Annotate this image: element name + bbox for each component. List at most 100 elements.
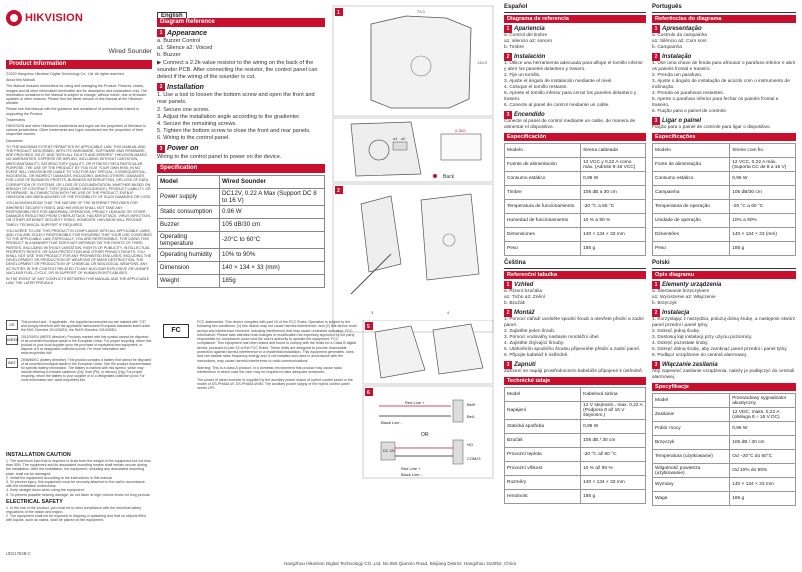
pl-spec-value: 105 dB / 30 cm [729,435,796,450]
legal-paragraph: Disclaimer [6,138,23,143]
es-spec-value: 140 × 134 × 33 mm [580,227,646,242]
pt-diagram-reference: Referências do diagrama [652,15,796,23]
compliance-text: 2012/19/EU (WEEE directive): Products ma… [21,335,152,355]
appearance-item: b. Buzzer [157,52,181,59]
pl-power-text: Włączanie zasilania [662,362,718,368]
pt-installation-step: 6. Fiação para o painel de controle. [652,109,728,114]
pl-installation-step: 2. Dokręć jedną śrubę. [652,329,701,334]
pt-spec-title: Especificações [652,133,796,141]
pt-spec-key: Fonte de alimentação [651,157,731,172]
pl-appearance-text: Elementy urządzenia [662,282,722,288]
appearance-title-text: Appearance [167,29,208,37]
figure-pcb-frame [332,117,494,183]
es-power-text: Encendido [514,112,545,118]
cs-spec-key: Rozměry [503,475,582,490]
appearance-note: ▶ Connect a 2.2k-value resistor to the w… [157,59,318,81]
es-spec-value: 12 VCC y 0,22 A como máx. (Admite 8-16 V… [580,157,646,172]
dc-label: DC 12V [383,449,396,453]
pt-spec-key: Temperatura de operação [651,199,731,214]
cs-power-text: Zapnutí [514,362,536,368]
warning-text: Warning: This is a class A product. In a… [197,365,342,375]
cs-installation-step: 3. Pomocí vodováhy nastavte montážní úhe… [504,335,600,340]
pt-section-1: 1 [652,25,660,33]
pl-spec-value: 185 g [729,491,796,506]
pl-spec-value: 12 VDC, maks. 0,22 A (obsługa 8 ÷ 16 V D… [729,407,796,422]
logo-mark-icon [6,10,22,26]
pl-installation-step: 5. Dokręć dolną śrubę, aby zamknąć panel… [652,347,788,352]
power-on-title: 3 Power on [157,144,325,153]
es-spec-key: Timbre [503,185,582,200]
cs-spec-value: 12 V stejnosm., max. 0,22 A (Podpora 8 a… [580,401,646,420]
pt-spec-value: 12 VCC, 0,22 A máx. (Suporta CC de 8 a 1… [729,157,796,172]
electrical-safety-item: 1. In the use of the product, you must b… [6,505,142,515]
es-language-label: Español [504,4,646,13]
installation-step: 3. Adjust the installation angle accordi… [157,113,301,120]
es-diagram-reference: Diagrama de referencia [504,15,646,23]
section-number-1: 1 [157,29,165,37]
pt-spec-key: Modelo [651,143,731,158]
cs-installation-step: 6. Připojte kabelaž k ústředně. [504,353,569,358]
spec-value: 185g [218,273,326,288]
pt-spec-key: Peso [651,241,731,256]
cs-appearance-text: Vzhled [514,282,534,288]
pt-spec-key: Consumo estático [651,171,731,186]
pl-spec-key: Waga [651,491,731,506]
pt-installation-step: 5. Aperte o parafuso inferior para fecha… [652,97,779,108]
compliance-text: This product and - if applicable - the s… [21,320,151,332]
fcc-statement: FCC statements: This device complies wit… [197,320,357,390]
cs-appearance-item: a. Řízení bzučáku [504,289,543,294]
compliance-weee-icon: WEEE [6,335,19,345]
figure-1-frame [332,5,494,117]
installation-caution-block: INSTALLATION CAUTION 1. The maximum load… [6,452,152,552]
es-spec-title: Especificación [504,133,646,141]
cs-spec-value: 10 % až 90 % [580,461,646,476]
product-name: Wired Sounder [108,48,152,55]
pl-section-2: 2 [652,309,660,317]
pl-spec-key: Wilgotność powietrza (użytkowanie) [651,463,731,478]
back-label: Back [443,174,455,180]
figure-4-number: 4 [447,310,450,315]
power-on-text: Wiring to the control panel to power on … [157,153,282,160]
figure-2-badge [335,186,343,194]
es-installation-step: 6. Conecte al panel de control mediante … [504,103,610,108]
es-spec-key: Dimensiones [503,227,582,242]
figure-6-frame [362,385,494,479]
pt-spec-value: 10% a 90% [729,213,796,228]
pl-appearance-item: b. Brzęczyk [652,301,677,306]
cs-power-description: Zařízení se napájí prostřednictvím kabel… [504,369,644,374]
pt-appearance-item: b. Campainha [652,45,682,50]
wiring-diagrams: 5 6 Red Line + Black Line - Bell+ Bell- … [362,320,494,479]
electrical-safety-item: 2. The equipment shall not be exposed to… [6,514,146,523]
pcb-housing [350,121,422,177]
legal-paragraph: The Manual includes instructions for usi… [6,84,147,106]
specification-title: Specification [157,163,325,173]
bell-minus-label: Bell- [467,414,476,419]
spec-row: Operating temperature-20°C to 60°C [157,230,326,249]
es-spec-value: 105 dB a 30 cm [580,185,646,200]
cs-diagram-reference: Referenční tabulka [504,271,646,279]
es-appearance-item: a. Control del timbre [504,33,548,38]
spec-value: 10% to 90% [218,247,326,262]
